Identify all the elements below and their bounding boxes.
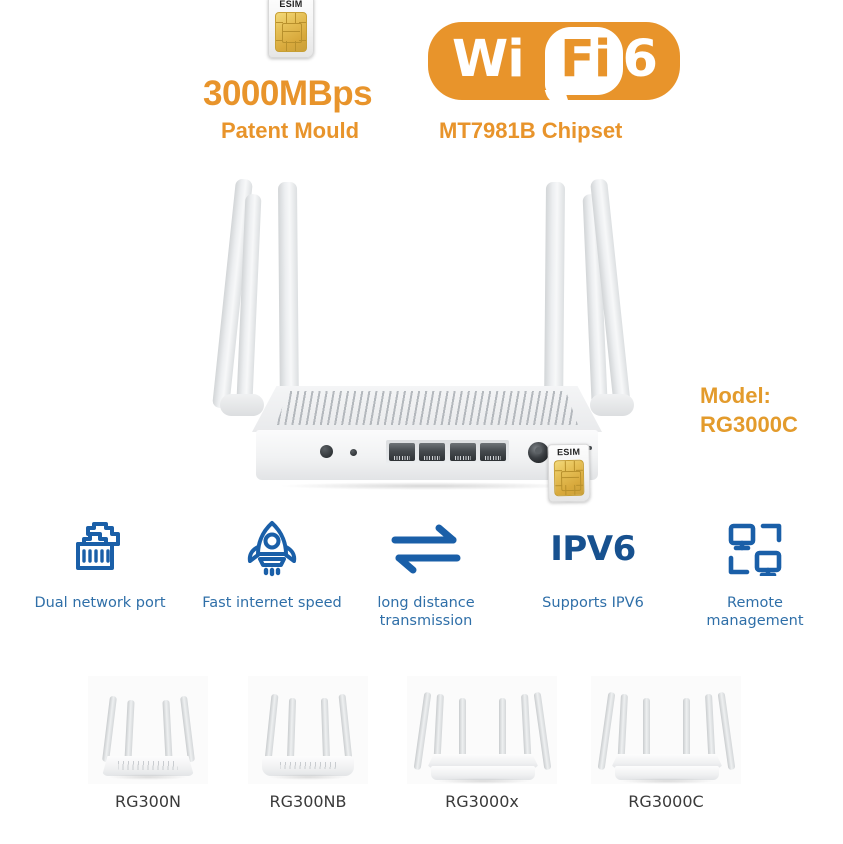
feature-label-line1: long distance — [377, 595, 475, 611]
model-label: Model: — [700, 383, 771, 408]
feature-label: Fast internet speed — [202, 595, 342, 611]
variant-label: RG3000C — [628, 792, 704, 811]
headline-speed: 3000MBps — [203, 74, 373, 113]
wifi-badge-six-text: 6 — [622, 30, 659, 89]
feature-label-line1: Remote — [727, 595, 783, 611]
feature-supports-ipv6: IPV6 Supports IPV6 — [513, 518, 673, 612]
wps-button[interactable] — [350, 449, 357, 456]
antenna-hinge-right — [590, 394, 634, 416]
main-router-image: ESIM — [196, 168, 656, 528]
rj45-port[interactable] — [419, 443, 446, 461]
variant-label: RG300NB — [269, 792, 347, 811]
header-esim-card: ESIM — [268, 0, 314, 58]
wifi-badge-fi-text: Fi — [560, 30, 611, 89]
feature-label-line2: transmission — [379, 613, 473, 629]
antenna-right-inner — [544, 181, 566, 415]
antenna-left-inner — [277, 181, 299, 415]
rj45-port[interactable] — [479, 443, 506, 461]
feature-label: Supports IPV6 — [542, 595, 644, 611]
antenna-hinge-left — [220, 394, 264, 416]
ipv6-text-icon: IPV6 — [513, 518, 673, 580]
wifi-badge-wi-text: Wi — [452, 30, 525, 89]
inserted-esim-card: ESIM — [547, 443, 591, 503]
router-body: ESIM — [252, 386, 602, 503]
ethernet-port-icon — [20, 518, 180, 580]
feature-dual-network-port: Dual network port — [20, 518, 180, 612]
lan-port-panel — [386, 440, 509, 464]
reset-button[interactable] — [320, 445, 333, 458]
feature-long-distance-transmission: long distance transmission — [346, 518, 506, 630]
rocket-icon — [192, 518, 352, 580]
variant-label: RG3000x — [445, 792, 519, 811]
rj45-port[interactable] — [389, 443, 415, 461]
two-way-arrows-icon — [346, 518, 506, 580]
inserted-esim-label: ESIM — [556, 446, 581, 458]
variant-image — [591, 676, 741, 784]
feature-label-line2: management — [706, 613, 804, 629]
headline-patent-mould: Patent Mould — [221, 118, 360, 143]
ventilation-grille — [276, 391, 578, 425]
headline-chipset: MT7981B Chipset — [439, 118, 623, 143]
variant-image — [248, 676, 368, 784]
feature-row: Dual network port Fast internet speed — [0, 518, 843, 648]
variant-rg300nb[interactable]: RG300NB — [228, 676, 388, 812]
sim-chip-icon — [553, 459, 585, 497]
variant-rg300n[interactable]: RG300N — [68, 676, 228, 812]
router-top-surface — [252, 386, 602, 432]
power-jack[interactable] — [528, 442, 549, 463]
wifi6-badge: Wi Fi 6 — [428, 22, 680, 100]
product-variants-row: RG300N RG300NB — [0, 676, 843, 844]
wifi-badge-bubble — [545, 27, 623, 95]
variant-rg3000x[interactable]: RG3000x — [392, 676, 572, 812]
rj45-port[interactable] — [449, 443, 476, 461]
feature-remote-management: Remote management — [675, 518, 835, 630]
feature-label: Dual network port — [34, 595, 166, 611]
esim-card-label: ESIM — [279, 0, 303, 9]
model-value: RG3000C — [700, 412, 798, 437]
router-shadow — [278, 482, 578, 490]
ipv6-icon-text: IPV6 — [550, 529, 636, 569]
model-info: Model: RG3000C — [700, 381, 798, 439]
feature-fast-internet-speed: Fast internet speed — [192, 518, 352, 612]
remote-management-icon — [675, 518, 835, 580]
variant-image — [407, 676, 557, 784]
variant-label: RG300N — [114, 792, 182, 811]
variant-rg3000c[interactable]: RG3000C — [576, 676, 756, 812]
sim-chip-icon — [275, 12, 307, 52]
variant-image — [88, 676, 208, 784]
